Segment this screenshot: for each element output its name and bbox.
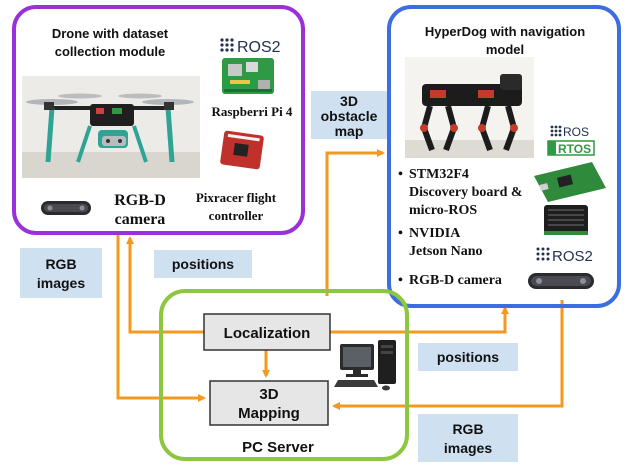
pixracer-label-line1: Pixracer flight: [196, 190, 277, 205]
robot-dog-photo: [405, 57, 534, 158]
pc-server-panel: PC Server Localization 3D Mapping: [159, 289, 409, 461]
pixracer-board: [220, 130, 264, 170]
localization-label: Localization: [224, 325, 311, 342]
bullet-icon: •: [398, 226, 403, 241]
obstacle-map-line3: map: [335, 123, 364, 139]
rtos-logo-text: RTOS: [558, 142, 591, 156]
label-obstacle-map: 3D obstacle map: [311, 91, 387, 139]
mapping-label-line1: 3D: [259, 386, 278, 403]
positions-right-text: positions: [437, 349, 499, 365]
label-rgb-images-left: RGB images: [20, 248, 102, 298]
label-rgb-images-right: RGB images: [418, 414, 518, 462]
hyperdog-title-line2: model: [486, 42, 524, 57]
nvidia-line2: Jetson Nano: [409, 244, 483, 259]
mapping-label-line2: Mapping: [238, 405, 300, 422]
positions-top-text: positions: [172, 256, 234, 272]
drone-title-line1: Drone with dataset: [52, 26, 169, 41]
jetson-nano-board: [544, 205, 588, 235]
drone-camera-label-line2: camera: [115, 211, 166, 228]
hyperdog-title-line1: HyperDog with navigation: [425, 24, 585, 39]
pc-workstation: [334, 340, 396, 391]
label-positions-right: positions: [418, 343, 518, 371]
bullet-icon: •: [398, 167, 403, 182]
ros-logo-text: ROS: [563, 125, 589, 139]
rgb-right-line2: images: [444, 440, 492, 456]
obstacle-map-line2: obstacle: [321, 108, 378, 124]
connectors: [116, 149, 564, 410]
rgb-left-line2: images: [37, 275, 85, 291]
pixracer-label-line2: controller: [209, 208, 264, 223]
localization-box: Localization: [203, 313, 331, 351]
drone-panel: Drone with dataset collection module ROS…: [12, 5, 305, 235]
stm-line2: Discovery board &: [409, 185, 523, 200]
mapping-box: 3D Mapping: [209, 380, 329, 426]
stm-line1: STM32F4: [409, 167, 469, 182]
rgb-right-line1: RGB: [452, 421, 483, 437]
label-positions-top: positions: [154, 250, 252, 278]
drone-photo: [22, 76, 200, 178]
arrow-localization-to-hyperdog: [330, 306, 509, 334]
rgbd-camera: [41, 201, 91, 215]
nvidia-line1: NVIDIA: [409, 226, 461, 241]
rgbd-camera-hyperdog: [528, 273, 594, 289]
ros2-logo-hyperdog-text: ROS2: [552, 248, 593, 265]
arrow-mapping-to-hyperdog: [325, 149, 385, 296]
stm32-board: [534, 162, 606, 202]
rpi-label: Raspberri Pi 4: [212, 104, 293, 119]
rtos-logo: RTOS: [547, 140, 595, 156]
stm-line3: micro-ROS: [409, 203, 477, 218]
server-title: PC Server: [242, 439, 314, 456]
ros2-logo-hyperdog: ROS2: [536, 247, 593, 265]
hyperdog-camera-label: RGB-D camera: [409, 273, 502, 288]
raspberry-pi-board: [222, 58, 274, 94]
bullet-icon: •: [398, 273, 403, 288]
ros-logo: ROS: [550, 125, 589, 139]
arrow-localization-to-drone: [126, 236, 205, 334]
ros2-logo-text: ROS2: [237, 39, 281, 56]
hyperdog-panel: HyperDog with navigation model: [387, 5, 621, 308]
hyperdog-component-list: • STM32F4 Discovery board & micro-ROS • …: [398, 167, 523, 288]
obstacle-map-line1: 3D: [340, 93, 358, 109]
arrow-drone-to-mapping: [116, 232, 206, 402]
drone-camera-label-line1: RGB-D: [114, 192, 166, 209]
ros2-logo: ROS2: [220, 38, 281, 56]
arrow-hyperdog-to-mapping: [332, 300, 564, 410]
drone-title-line2: collection module: [55, 44, 166, 59]
rgb-left-line1: RGB: [45, 256, 76, 272]
